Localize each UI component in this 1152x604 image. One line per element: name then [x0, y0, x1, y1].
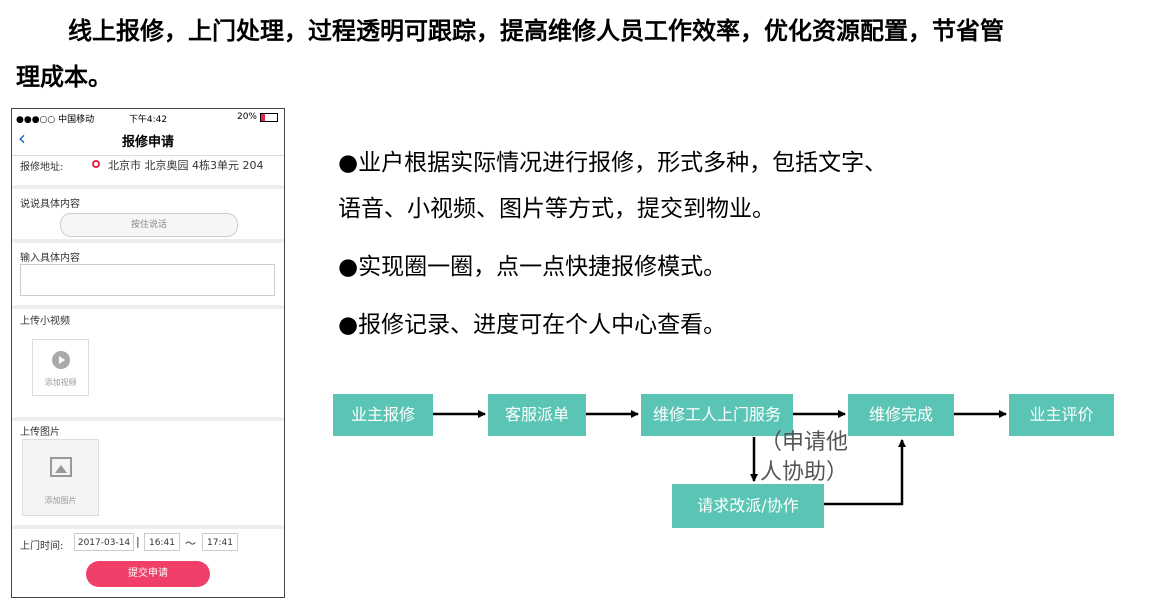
- date-field[interactable]: 2017-03-14: [74, 533, 134, 551]
- phone-screenshot: ●●●○○ 中国移动 下午4:42 20% ‹ 报修申请 报修地址: 北京市 北…: [11, 108, 285, 598]
- back-chevron-icon[interactable]: ‹: [18, 126, 26, 150]
- add-image-caption: 添加图片: [44, 496, 77, 505]
- visit-time-row: 上门时间: 2017-03-14 | 16:41 ～ 17:41: [12, 529, 284, 553]
- text-label: 输入具体内容: [20, 253, 80, 264]
- flow-step-reassign: 请求改派/协作: [672, 484, 824, 528]
- image-section: 上传图片 添加图片: [12, 421, 284, 529]
- status-time: 下午4:42: [128, 115, 168, 125]
- flow-note: （申请他 人协助）: [760, 428, 848, 488]
- nav-bar: ‹ 报修申请: [12, 125, 284, 156]
- submit-button[interactable]: 提交申请: [86, 561, 210, 587]
- start-time-field[interactable]: 16:41: [144, 533, 180, 551]
- carrier-label: ●●●○○ 中国移动: [16, 115, 95, 125]
- feature-bullets: ●业户根据实际情况进行报修，形式多种，包括文字、 语音、小视频、图片等方式，提交…: [338, 140, 887, 348]
- voice-section: 说说具体内容 按住说话: [12, 189, 284, 243]
- nav-title: 报修申请: [121, 135, 174, 150]
- status-right: 20%: [237, 112, 278, 122]
- image-label: 上传图片: [20, 427, 60, 438]
- status-bar: ●●●○○ 中国移动 下午4:42 20%: [12, 109, 284, 125]
- content-input[interactable]: [20, 264, 275, 296]
- bullet-text: ●实现圈一圈，点一点快捷报修模式。: [338, 254, 727, 280]
- video-section: 上传小视频 添加视频: [12, 309, 284, 421]
- play-icon: [52, 351, 70, 369]
- text-section: 输入具体内容: [12, 243, 284, 309]
- end-time-field[interactable]: 17:41: [202, 533, 238, 551]
- image-icon: [50, 457, 72, 477]
- flow-note-line-1: （申请他: [760, 430, 849, 455]
- flow-step-onsite-service: 维修工人上门服务: [641, 394, 793, 436]
- heading-line-2: 理成本。: [16, 63, 112, 91]
- bullet-text: ●业户根据实际情况进行报修，形式多种，包括文字、: [338, 150, 888, 176]
- bullet-text: ●报修记录、进度可在个人中心查看。: [338, 312, 727, 338]
- video-label: 上传小视频: [20, 316, 70, 327]
- flow-step-complete: 维修完成: [848, 394, 954, 436]
- add-video-caption: 添加视频: [44, 378, 77, 387]
- page-heading: 线上报修，上门处理，过程透明可跟踪，提高维修人员工作效率，优化资源配置，节省管 …: [16, 8, 1136, 100]
- add-image-button[interactable]: 添加图片: [22, 439, 99, 516]
- battery-percent: 20%: [236, 112, 257, 122]
- flow-step-dispatch: 客服派单: [488, 394, 586, 436]
- address-value: 北京市 北京奥园 4栋3单元 204: [108, 159, 264, 172]
- add-video-button[interactable]: 添加视频: [32, 339, 89, 396]
- heading-line-1: 线上报修，上门处理，过程透明可跟踪，提高维修人员工作效率，优化资源配置，节省管: [68, 17, 1004, 45]
- location-pin-icon: [92, 160, 100, 168]
- hold-to-talk-button[interactable]: 按住说话: [60, 213, 238, 237]
- arrow-return: [824, 439, 906, 506]
- battery-icon: [260, 112, 278, 122]
- date-divider: |: [136, 535, 140, 548]
- address-row[interactable]: 报修地址: 北京市 北京奥园 4栋3单元 204: [12, 155, 284, 189]
- address-label: 报修地址:: [20, 162, 64, 173]
- flow-step-evaluate: 业主评价: [1009, 394, 1114, 436]
- time-range-tilde: ～: [185, 537, 196, 550]
- voice-label: 说说具体内容: [20, 199, 80, 210]
- flow-note-line-2: 人协助）: [760, 460, 849, 485]
- flow-step-report: 业主报修: [333, 394, 433, 436]
- bullet-text: 语音、小视频、图片等方式，提交到物业。: [338, 196, 775, 222]
- visit-time-label: 上门时间:: [20, 541, 64, 552]
